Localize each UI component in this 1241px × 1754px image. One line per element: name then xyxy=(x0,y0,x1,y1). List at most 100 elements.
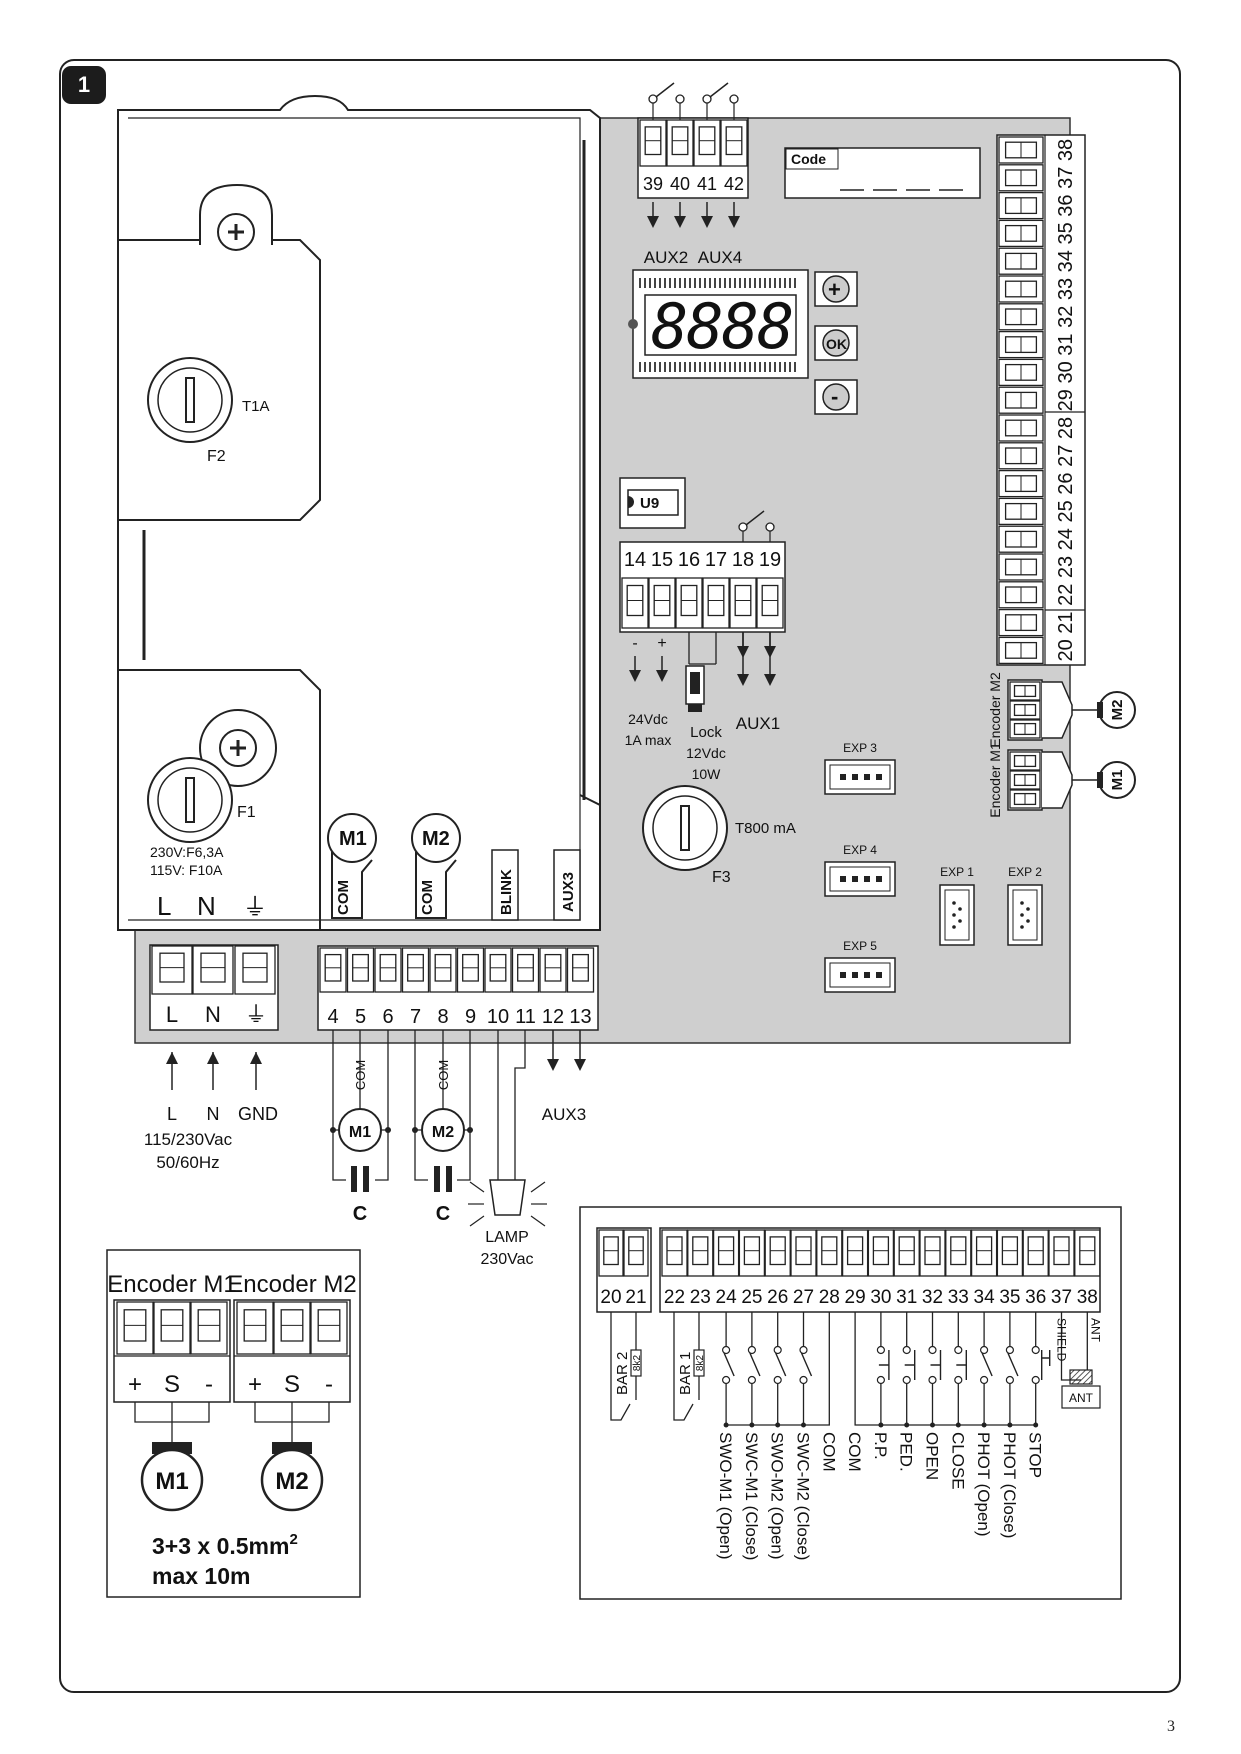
inset-terminal-label-29: 29 xyxy=(845,1287,866,1308)
shield-label: SHIELD xyxy=(1055,1318,1069,1362)
antenna-connector-icon xyxy=(1060,1312,1101,1409)
inset-terminal-27 xyxy=(790,1229,817,1277)
blink-label-box xyxy=(491,849,519,921)
terminal-label-40: 40 xyxy=(670,174,690,194)
minus-button[interactable] xyxy=(814,379,858,415)
terminal-label-32: 32 xyxy=(1055,306,1077,328)
encoder-inset-pin-label-1-2: - xyxy=(325,1371,333,1398)
inset-terminal-33 xyxy=(945,1229,972,1277)
display-pins xyxy=(639,278,796,372)
terminal-23 xyxy=(998,553,1044,581)
figure-frame xyxy=(59,59,1181,1693)
screw-top-icon xyxy=(199,183,273,251)
power-terminal-0 xyxy=(151,945,193,995)
terminal-label-14: 14 xyxy=(624,549,646,571)
page-number: 3 xyxy=(1167,1718,1175,1735)
antenna-box-label: ANT xyxy=(1069,1391,1094,1405)
code-box-label: Code xyxy=(791,151,826,167)
inset-terminal-23 xyxy=(687,1229,714,1277)
terminal-35 xyxy=(998,219,1044,248)
terminal-33 xyxy=(998,275,1044,303)
motor-m1-icon xyxy=(330,1108,391,1152)
inset-terminal-25 xyxy=(738,1229,766,1277)
supply-1a-max: 1A max xyxy=(625,732,672,748)
push-button-31-icon xyxy=(902,1345,916,1385)
inset-terminal-34 xyxy=(970,1229,998,1277)
terminal-label-21: 21 xyxy=(1055,611,1077,633)
terminal-40 xyxy=(666,119,694,167)
lock-connector-icon xyxy=(685,665,705,712)
aux3-arrow-2 xyxy=(574,1045,586,1071)
inset-terminal-24 xyxy=(712,1229,740,1277)
inset-terminal-31 xyxy=(893,1229,920,1277)
terminal-label-22: 22 xyxy=(1055,584,1077,606)
encoder-board-pin-0-1 xyxy=(1009,700,1041,720)
cover-step xyxy=(579,794,601,930)
plus-button[interactable] xyxy=(814,271,858,307)
inset-terminal-label-37: 37 xyxy=(1051,1287,1072,1308)
fuse-f2-rating: T1A xyxy=(242,398,270,415)
terminal-label-37: 37 xyxy=(1055,167,1077,189)
terminal-label-38: 38 xyxy=(1055,139,1077,161)
label-aux3: AUX3 xyxy=(542,1105,586,1124)
encoder-inset-motor-0-icon xyxy=(140,1442,204,1512)
terminal-14 xyxy=(621,577,649,629)
signal-label-4: COM xyxy=(819,1432,838,1472)
exp-port-1 xyxy=(824,861,896,897)
lamp-icon xyxy=(468,1179,547,1227)
terminal-13 xyxy=(566,947,595,993)
inset-terminal-26 xyxy=(764,1229,791,1277)
cover-label-l: L xyxy=(157,891,171,921)
inset-terminal-label-27: 27 xyxy=(793,1287,814,1308)
signal-label-11: PHOT (Close) xyxy=(1000,1432,1019,1538)
terminal-12 xyxy=(539,947,567,993)
inset-terminal-label-38: 38 xyxy=(1077,1287,1098,1308)
encoder-board-pin-0-0 xyxy=(1009,681,1041,701)
signal-label-1: SWC-M1 (Close) xyxy=(742,1432,761,1560)
inset-terminal-label-26: 26 xyxy=(767,1287,788,1308)
inset-terminal-label-24: 24 xyxy=(716,1287,738,1308)
aux3-label-box xyxy=(553,849,581,921)
figure-number-badge: 1 xyxy=(62,66,106,104)
fuse-f1-icon xyxy=(147,757,233,843)
inset-terminal-label-33: 33 xyxy=(948,1287,969,1308)
output-arrow-aux1-a xyxy=(737,660,749,686)
signal-label-6: P.P. xyxy=(871,1432,890,1460)
fuse-f2-icon xyxy=(147,357,233,443)
ok-button[interactable] xyxy=(814,325,858,361)
fuse-f1-label: F1 xyxy=(237,804,256,821)
motor-m2-board-icon xyxy=(411,813,461,919)
lock-voltage: 12Vdc xyxy=(686,745,726,761)
inset-terminal-29 xyxy=(841,1229,869,1277)
inset-terminal-20 xyxy=(598,1229,624,1277)
terminal-41 xyxy=(693,119,721,167)
board-label-blink: BLINK xyxy=(498,869,515,915)
push-button-32-icon xyxy=(928,1345,942,1385)
capacitor-label-1: C xyxy=(436,1203,450,1225)
terminal-label-4: 4 xyxy=(327,1006,338,1028)
fuse-f1-rating-1: 230V:F6,3A xyxy=(150,844,224,860)
signal-label-7: PED. xyxy=(897,1432,916,1472)
capacitor-label-0: C xyxy=(353,1203,367,1225)
label-aux1: AUX1 xyxy=(736,714,780,733)
motor-com-label-0: COM xyxy=(353,1060,368,1090)
encoder-motor-label-0: M2 xyxy=(1109,700,1126,721)
output-arrow-15 xyxy=(656,656,668,682)
fuse-f3-rating: T800 mA xyxy=(735,820,796,837)
terminal-29 xyxy=(998,386,1044,414)
exp-port-label-0: EXP 3 xyxy=(843,741,877,755)
terminal-label-13: 13 xyxy=(569,1006,591,1028)
encoder-inset-pin-label-0-1: S xyxy=(164,1371,180,1398)
exp-port-4 xyxy=(1007,884,1043,946)
inset-terminal-label-22: 22 xyxy=(664,1287,685,1308)
inset-terminal-22 xyxy=(661,1229,688,1277)
output-arrow-40 xyxy=(674,202,686,228)
terminal-label-17: 17 xyxy=(705,549,727,571)
encoder-cable-spec: 3+3 x 0.5mm2 xyxy=(152,1531,298,1559)
capacitor-1-icon xyxy=(434,1166,452,1192)
